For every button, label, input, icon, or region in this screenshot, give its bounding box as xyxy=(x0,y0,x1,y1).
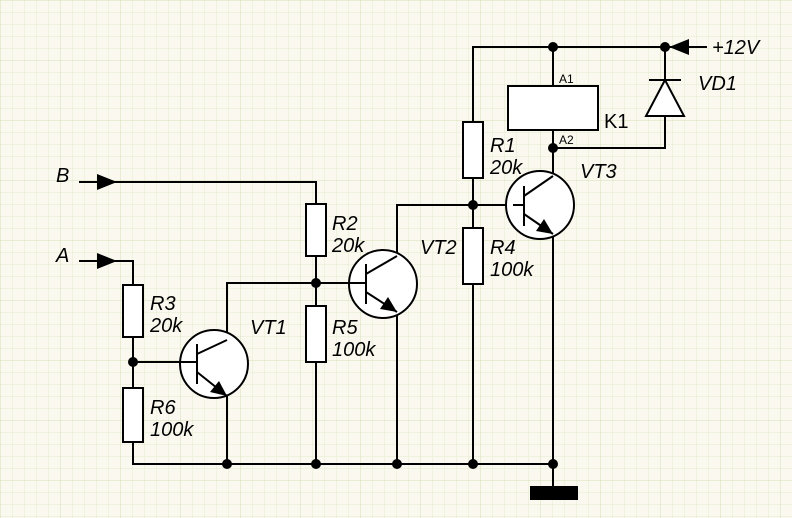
resistor-r6 xyxy=(122,387,144,443)
vt2-label: VT2 xyxy=(420,237,457,259)
r4-value: 100k xyxy=(490,259,534,281)
junction-dots xyxy=(128,42,670,469)
input-b-label: B xyxy=(56,165,69,187)
resistor-r4 xyxy=(462,227,484,285)
input-a-arrow xyxy=(79,253,117,269)
relay-k1-coil xyxy=(507,85,599,131)
resistor-r2 xyxy=(305,203,327,257)
input-a-label: A xyxy=(55,245,69,267)
vt1-label: VT1 xyxy=(250,317,287,339)
r6-name: R6 xyxy=(150,397,176,419)
resistor-r3 xyxy=(122,284,144,338)
r2-name: R2 xyxy=(332,213,358,235)
resistor-r5 xyxy=(305,305,327,363)
transistor-vt3 xyxy=(505,170,575,240)
transistor-vt1 xyxy=(179,329,249,399)
diode-vd1 xyxy=(644,77,686,117)
input-b-arrow xyxy=(79,174,117,190)
ground-symbol xyxy=(530,486,578,500)
supply-arrow xyxy=(669,39,707,55)
r1-name: R1 xyxy=(490,135,516,157)
supply-label: +12V xyxy=(712,37,761,59)
r3-value: 20k xyxy=(149,315,183,337)
vd1-label: VD1 xyxy=(698,73,737,95)
resistor-r1 xyxy=(462,121,484,179)
r3-name: R3 xyxy=(150,293,176,315)
r6-value: 100k xyxy=(150,419,194,441)
vt3-label: VT3 xyxy=(580,161,617,183)
relay-pin-a2: A2 xyxy=(559,133,574,147)
r2-value: 20k xyxy=(331,235,365,257)
r5-name: R5 xyxy=(332,317,358,339)
relay-label: K1 xyxy=(604,111,628,133)
r1-value: 20k xyxy=(489,157,523,179)
r5-value: 100k xyxy=(332,339,376,361)
r4-name: R4 xyxy=(490,237,516,259)
relay-pin-a1: A1 xyxy=(559,72,574,86)
transistor-vt2 xyxy=(348,249,418,319)
